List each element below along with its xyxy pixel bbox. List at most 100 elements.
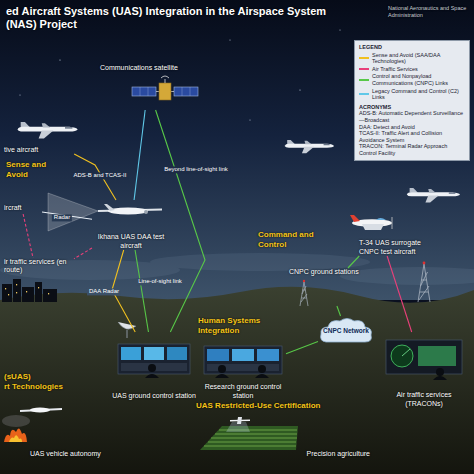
atc-node: ir traffic services (en route) <box>2 258 74 302</box>
edge-label: Radar <box>52 214 72 221</box>
stars <box>340 30 341 31</box>
acronym-entry: DAA: Detect and Avoid <box>359 124 465 131</box>
city-buildings <box>22 287 34 302</box>
legend-text: Sense and Avoid (SAA/DAA Technologies) <box>372 52 465 65</box>
t34-aircraft <box>376 218 386 220</box>
section-heading: Sense and Avoid <box>6 160 64 179</box>
city-buildings <box>13 279 21 302</box>
legend-panel: LEGENDSense and Avoid (SAA/DAA Technolog… <box>354 40 470 161</box>
research-control-station <box>204 346 282 378</box>
node-label: Communications satellite <box>100 64 198 72</box>
ground-control-station <box>121 347 141 360</box>
node-label: UAS ground control station <box>112 392 196 400</box>
uas-node: Ikhana UAS DAA test aircraft <box>92 200 170 250</box>
tracon-console <box>402 349 410 356</box>
ground-station-node: CNPC ground stations <box>285 268 375 306</box>
acronym-entry: ADS-B: Automatic Dependent Surveillance—… <box>359 110 465 123</box>
ground-antenna <box>127 330 128 338</box>
crop-field <box>208 441 296 442</box>
stars <box>230 40 231 41</box>
legend-row: Sense and Avoid (SAA/DAA Technologies) <box>359 52 465 65</box>
legend-swatch <box>359 79 369 82</box>
agency-name: National Aeronautics and Space Administr… <box>388 5 470 18</box>
radio-tower <box>418 264 430 302</box>
acronym-entry: TCAS-II: Traffic Alert and Collision Avo… <box>359 130 465 143</box>
research-control-station <box>204 346 282 374</box>
building-windows <box>38 287 39 288</box>
radio-tower <box>300 280 308 306</box>
legend-swatch <box>359 68 369 71</box>
legend-text: Legacy Command and Control (C2) Links <box>372 88 465 101</box>
cloud-outline <box>321 319 372 343</box>
small-uas <box>2 408 62 428</box>
satellite-icon <box>132 76 198 100</box>
stars <box>20 30 341 121</box>
tracon-console <box>386 340 462 380</box>
building-windows <box>16 284 17 285</box>
autonomy-node: UAS vehicle autonomy <box>2 398 112 458</box>
node-label: CNPC Network <box>321 327 371 335</box>
haze-clouds <box>0 253 474 285</box>
building-windows <box>26 291 27 292</box>
tracon-console <box>433 376 447 380</box>
research-control-station <box>258 365 266 373</box>
research-control-station <box>218 365 226 373</box>
satellite-icon <box>174 87 198 96</box>
link-line <box>23 214 33 258</box>
section-heading: rt Technologies <box>4 382 94 392</box>
radio-tower <box>300 282 308 306</box>
radio-tower <box>423 262 426 265</box>
ground <box>0 287 474 474</box>
legend-heading: LEGEND <box>359 44 465 51</box>
diagram-title: ed Aircraft Systems (UAS) Integration in… <box>6 5 336 31</box>
building-windows <box>16 292 17 293</box>
sky <box>0 0 474 300</box>
ground-antenna <box>118 322 136 338</box>
ground-station-node: Research ground control station <box>200 340 286 400</box>
aircraft-node: ircraft <box>2 204 42 214</box>
link-line <box>156 110 205 332</box>
ground-control-station <box>144 347 164 360</box>
uas-node: T-34 UAS surrogate CNPC test aircraft <box>325 212 435 256</box>
node-label: tive aircraft <box>4 146 82 154</box>
stars <box>20 95 21 96</box>
network-cloud: CNPC Network <box>318 316 374 346</box>
edge-label: DAA Radar <box>87 288 121 295</box>
stars <box>59 59 60 60</box>
stars <box>299 89 300 90</box>
city-buildings <box>2 279 57 302</box>
link-line <box>387 256 412 332</box>
crop-field <box>215 433 297 434</box>
crop-field <box>204 445 296 446</box>
node-label: Precision agriculture <box>196 450 370 458</box>
link-line <box>348 256 359 268</box>
building-windows <box>5 288 6 289</box>
t34-aircraft <box>350 215 392 230</box>
city-buildings <box>2 284 12 302</box>
wildfire <box>4 428 27 442</box>
section-heading: Command and Control <box>258 230 322 249</box>
legend-row: Legacy Command and Control (C2) Links <box>359 88 465 101</box>
city-buildings <box>35 282 42 302</box>
small-uas <box>30 408 50 413</box>
ikhana-drone <box>104 204 115 211</box>
legend-swatch <box>359 57 369 60</box>
research-control-station <box>232 349 254 361</box>
city-buildings <box>43 289 57 302</box>
t34-aircraft <box>392 217 393 229</box>
acronym-entry: TRACON: Terminal Radar Approach Control … <box>359 143 465 156</box>
atc-node: Air traffic services (TRACONs) <box>378 332 470 408</box>
airliner <box>285 140 334 153</box>
building-windows <box>8 294 9 295</box>
agriculture-node: Precision agriculture <box>196 416 372 458</box>
ground-control-station <box>145 374 159 378</box>
node-label: Research ground control station <box>200 383 286 400</box>
legend-text: Air Traffic Services <box>372 66 418 73</box>
satellite-icon <box>132 87 156 96</box>
link-line <box>286 342 318 354</box>
node-label: UAS vehicle autonomy <box>30 450 112 458</box>
ground-station-node: UAS ground control station <box>112 332 196 400</box>
stars <box>250 120 251 121</box>
link-line <box>135 250 148 332</box>
